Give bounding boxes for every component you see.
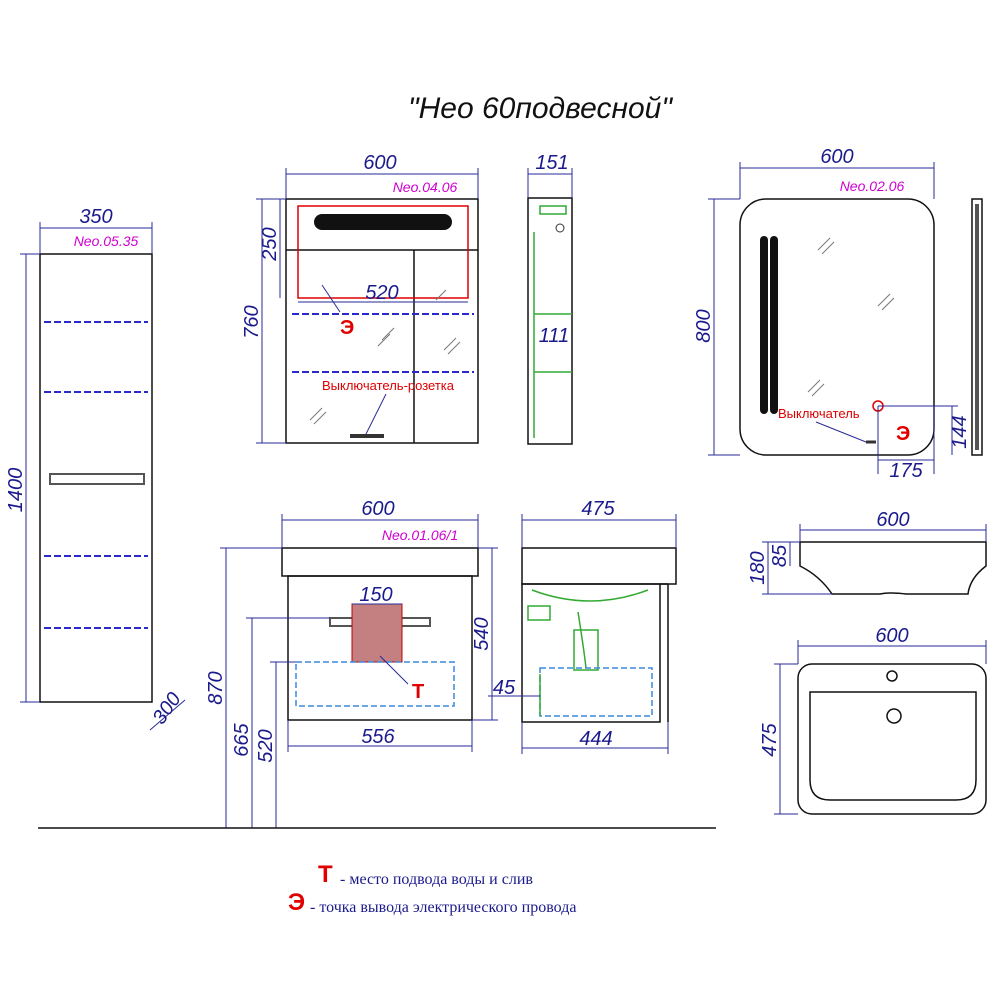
mirror-cabinet-front: 600 Neo.04.06 250 760 520 Э Выключатель-… <box>241 152 479 444</box>
vanity-width-dim: 600 <box>361 498 394 520</box>
basin-180-dim: 180 <box>747 551 769 584</box>
mirror-e-symbol: Э <box>896 423 910 445</box>
vanity-side-depth-dim: 475 <box>581 498 615 520</box>
basin-top-width-dim: 600 <box>875 625 908 647</box>
pencil-model-label: Neo.05.35 <box>74 233 139 249</box>
basin-top-depth-dim: 475 <box>759 722 781 756</box>
cabinet-side-depth-dim: 151 <box>535 152 568 174</box>
vanity-t-symbol: Т <box>412 681 424 703</box>
legend-t-text: - место подвода воды и слив <box>340 871 533 888</box>
mirror-width-dim: 600 <box>820 146 853 168</box>
vanity-665-dim: 665 <box>231 722 253 756</box>
vanity-870-dim: 870 <box>205 671 227 704</box>
basin-width-dim: 600 <box>876 509 909 531</box>
cabinet-width-dim: 600 <box>363 152 396 174</box>
legend-e-symbol: Э <box>288 889 305 916</box>
vanity-model-label: Neo.01.06/1 <box>382 527 458 543</box>
mirror-cabinet-side: 151 111 <box>527 152 573 445</box>
legend-e-text: - точка вывода электрического провода <box>310 899 576 916</box>
basin-side: 600 180 85 <box>747 509 987 595</box>
pencil-height-dim: 1400 <box>5 468 27 513</box>
mirror-height-dim: 800 <box>693 309 715 342</box>
vanity-height-dim: 540 <box>471 617 493 650</box>
vanity-front: Т 600 Neo.01.06/1 150 540 556 870 665 52… <box>38 498 716 829</box>
pencil-depth-dim: 300 <box>149 689 186 729</box>
vanity-side-45-dim: 45 <box>493 677 516 699</box>
cabinet-inner-dim: 520 <box>365 282 398 304</box>
mirror: Выключатель Э 600 Neo.02.06 800 175 144 <box>693 146 983 482</box>
legend: Т - место подвода воды и слив Э - точка … <box>288 861 576 916</box>
mirror-model-label: Neo.02.06 <box>840 178 905 194</box>
cabinet-e-symbol: Э <box>340 317 354 339</box>
cabinet-model-label: Neo.04.06 <box>393 179 458 195</box>
vanity-520-dim: 520 <box>255 729 277 762</box>
basin-top: 600 475 <box>759 625 987 815</box>
pencil-case: 350 Neo.05.35 1400 300 <box>5 206 186 731</box>
mirror-switch-label: Выключатель <box>778 406 860 421</box>
pencil-width-dim: 350 <box>79 206 112 228</box>
basin-85-dim: 85 <box>769 544 791 567</box>
vanity-side: 475 45 444 <box>488 498 677 754</box>
mirror-switch-x-dim: 175 <box>889 460 923 482</box>
vanity-bottom-dim: 556 <box>361 726 395 748</box>
legend-t-symbol: Т <box>318 861 333 888</box>
drawing-title: "Нео 60подвесной" <box>408 92 673 125</box>
vanity-side-bottom-dim: 444 <box>579 728 612 750</box>
vanity-drawer-dim: 150 <box>359 584 392 606</box>
cabinet-height-dim: 760 <box>241 305 263 338</box>
cabinet-side-shelf-dim: 111 <box>539 325 569 347</box>
mirror-switch-y-dim: 144 <box>949 415 971 448</box>
cabinet-switch-socket-label: Выключатель-розетка <box>322 378 455 393</box>
cabinet-top-dim: 250 <box>259 227 281 261</box>
